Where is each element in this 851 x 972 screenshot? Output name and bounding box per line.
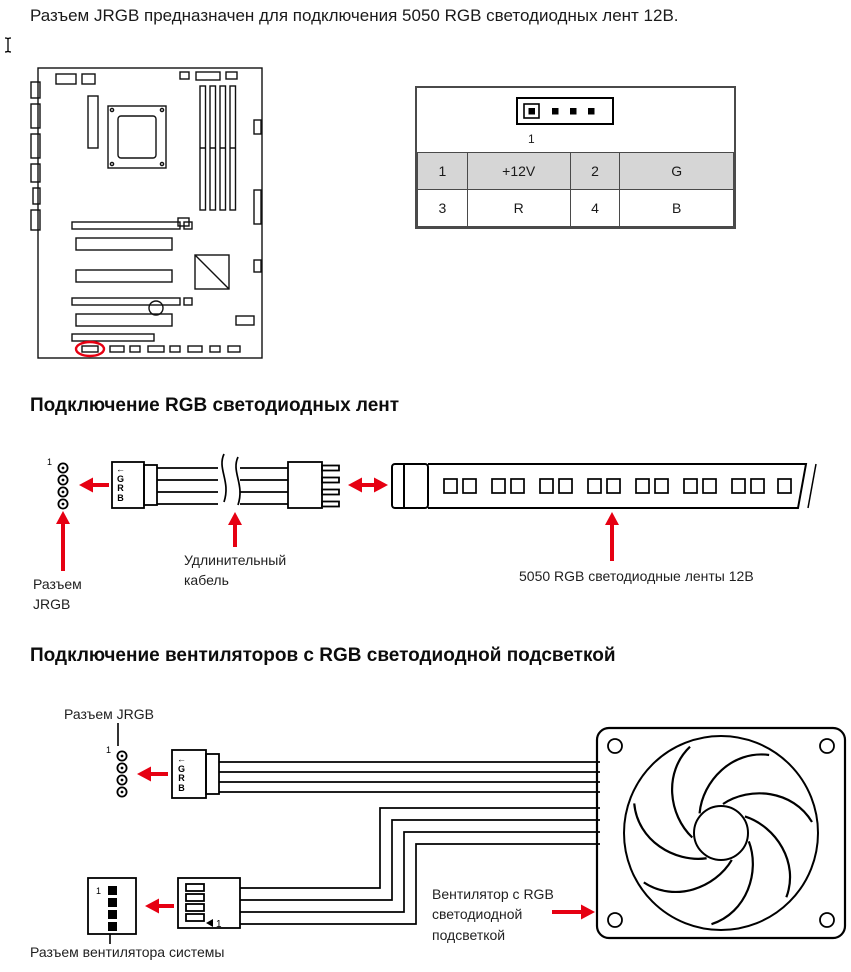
rgb-fan-figure [595, 726, 847, 940]
pin1-indicator: 1 [216, 919, 222, 930]
intro-text: Разъем JRGB предназначен для подключения… [30, 6, 679, 25]
jrgb-plug-figure [171, 749, 220, 799]
fan-blades [633, 745, 813, 926]
red-arrow-left-icon [79, 477, 109, 493]
jrgb-plug-figure [111, 461, 158, 509]
pin-table-cell: R [466, 189, 571, 227]
jrgb-pinout-panel: 1 1 +12V 2 G 3 R 4 B [415, 86, 736, 229]
rgb-strip-connection-diagram: 1 [47, 453, 817, 571]
red-callout-arrow-strip [605, 512, 619, 561]
pin1-indicator: 1 [96, 886, 101, 896]
plug-grb-marking: ←GRB [177, 754, 186, 793]
pinout-table: 1 +12V 2 G 3 R 4 B [417, 152, 734, 227]
red-arrow-left-icon [145, 898, 174, 914]
jrgb-header-figure [57, 462, 69, 510]
led-strip-figure [391, 463, 817, 509]
label-jrgb-connector: Разъем JRGB [33, 576, 82, 613]
led-strip-leds [443, 478, 792, 494]
label-led-strip: 5050 RGB светодиодные ленты 12В [519, 568, 754, 584]
section-heading-rgb-strips: Подключение RGB светодиодных лент [30, 395, 400, 416]
pinout-table-row: 1 +12V 2 G [417, 152, 734, 190]
pin1-indicator: 1 [47, 457, 52, 467]
pin-table-cell: 3 [417, 189, 468, 227]
text-cursor-pointer [4, 37, 12, 53]
pin-table-cell: B [619, 189, 734, 227]
pin-table-cell: 1 [417, 152, 468, 190]
label-system-fan-connector: Разъем вентилятора системы [30, 944, 225, 960]
red-callout-arrow-cable [228, 512, 242, 547]
label-jrgb-connector: Разъем JRGB [64, 706, 155, 722]
pin-table-cell: +12V [466, 152, 571, 190]
pin-table-cell: G [619, 152, 734, 190]
plug-grb-marking: ←GRB [116, 464, 125, 503]
motherboard-diagram [30, 67, 263, 359]
label-extension-cable: Удлинительный кабель [184, 552, 287, 589]
fan-cable-to-jrgb [219, 761, 600, 793]
pin-table-cell: 4 [569, 189, 621, 227]
red-arrow-right-icon [552, 904, 595, 920]
pin1-indicator: 1 [106, 745, 111, 755]
extension-cable-figure [157, 453, 288, 506]
label-rgb-fan: Вентилятор с RGB светодиодной подсветкой [432, 886, 554, 943]
pin-table-cell: 2 [569, 152, 621, 190]
red-callout-arrow-jrgb [56, 511, 70, 571]
rgb-fan-connection-diagram: 1 [87, 723, 847, 944]
red-double-arrow-icon [348, 477, 388, 493]
red-arrow-left-icon [137, 766, 168, 782]
pinout-table-row: 3 R 4 B [417, 189, 734, 227]
jrgb-connector-area: 1 [417, 88, 734, 152]
section-heading-rgb-fans: Подключение вентиляторов с RGB светодиод… [30, 645, 616, 666]
jrgb-header-figure [116, 750, 128, 798]
cable-plug-figure [287, 461, 340, 509]
sysfan-header-figure [87, 877, 137, 935]
fan-cable-to-sysfan [240, 807, 600, 925]
jrgb-location-highlight [74, 340, 106, 358]
jrgb-connector-figure: 1 [516, 97, 614, 146]
pin1-indicator: 1 [528, 132, 535, 146]
pin1-arrow-mark [206, 919, 213, 927]
sysfan-plug-figure [177, 877, 241, 929]
